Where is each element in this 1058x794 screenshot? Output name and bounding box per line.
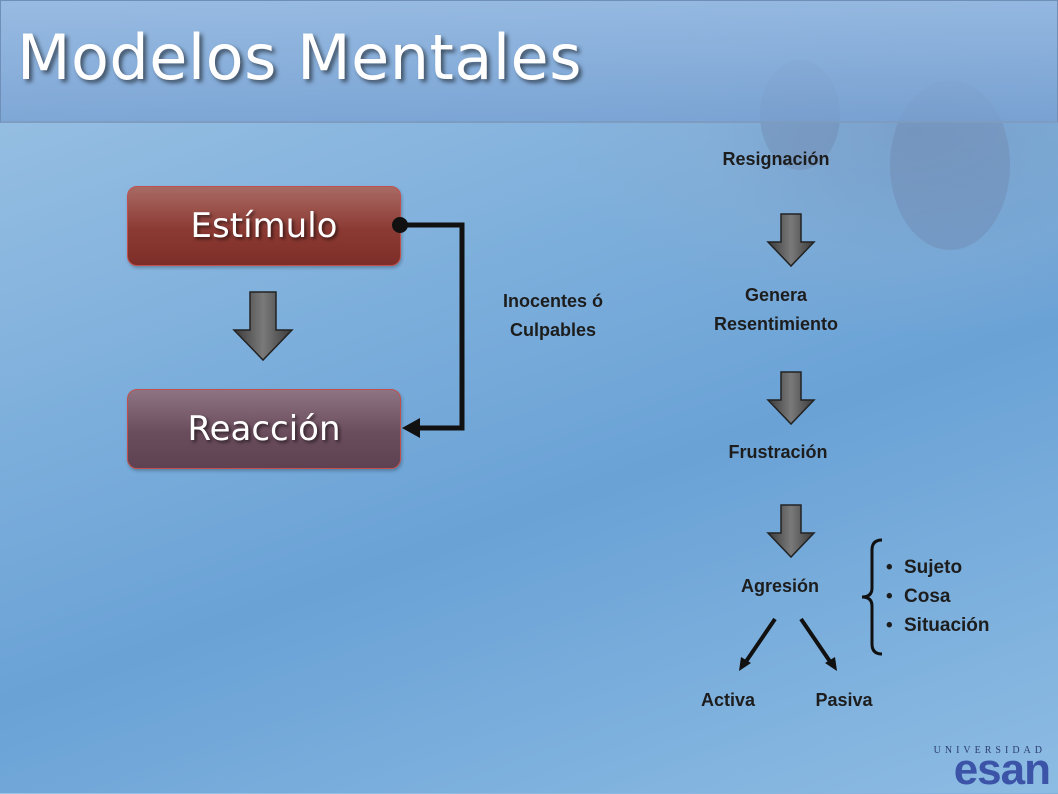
stimulus-to-reaction-arrow xyxy=(232,291,294,362)
title-bar: Modelos Mentales xyxy=(0,0,1058,123)
branch-passive: Pasiva xyxy=(815,690,873,710)
feedback-connector xyxy=(392,217,465,438)
stimulus-box: Estímulo xyxy=(127,186,401,266)
step-aggression: Agresión xyxy=(740,576,819,596)
arrow-2 xyxy=(766,371,816,426)
slide-title: Modelos Mentales xyxy=(17,21,583,94)
targets-brace xyxy=(861,538,883,656)
target-item-subject: Sujeto xyxy=(886,553,990,582)
step-resignation: Resignación xyxy=(722,149,830,169)
arrow-1 xyxy=(766,213,816,268)
step-resentment: Genera Resentimiento xyxy=(690,281,862,339)
step-resentment-line2: Resentimiento xyxy=(713,314,839,334)
aggression-branches xyxy=(739,617,837,671)
target-item-thing: Cosa xyxy=(886,582,990,611)
reaction-label: Reacción xyxy=(187,409,341,449)
step-frustration: Frustración xyxy=(728,442,828,462)
connector-label: Inocentes ó Culpables xyxy=(480,287,626,345)
connector-label-line2: Culpables xyxy=(509,320,597,340)
step-resentment-line1: Genera xyxy=(744,285,808,305)
reaction-box: Reacción xyxy=(127,389,401,469)
aggression-targets-list: Sujeto Cosa Situación xyxy=(886,553,990,640)
stimulus-label: Estímulo xyxy=(190,206,338,246)
target-item-situation: Situación xyxy=(886,611,990,640)
branch-active: Activa xyxy=(700,690,756,710)
connector-label-line1: Inocentes ó xyxy=(502,291,604,311)
arrow-3 xyxy=(766,504,816,559)
esan-logo: esan xyxy=(953,745,1051,794)
university-logo-text: UNIVERSIDAD xyxy=(933,745,1046,756)
